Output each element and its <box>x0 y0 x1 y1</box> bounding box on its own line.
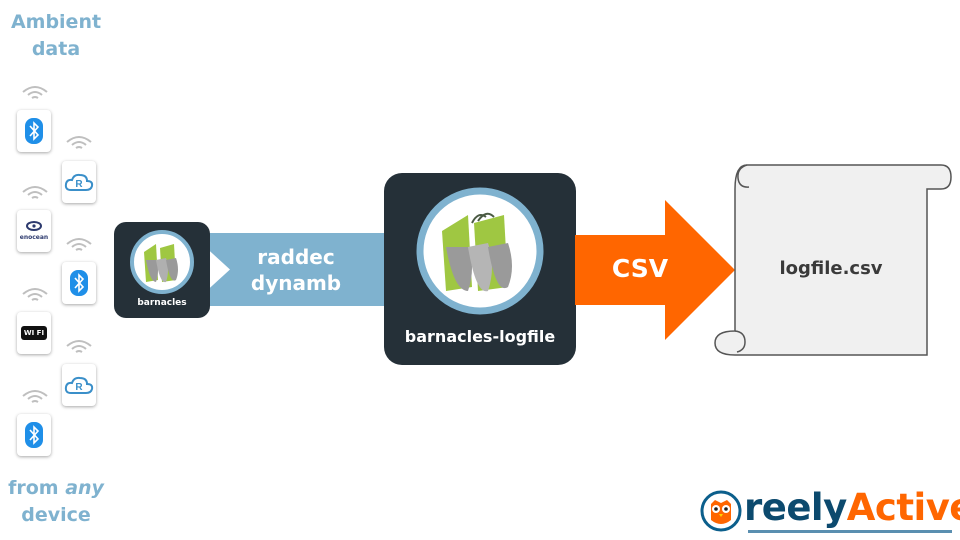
brand-active: Active <box>846 486 960 529</box>
barnacles-logo-icon <box>416 187 544 315</box>
ambient-title-line1: Ambient <box>10 11 102 33</box>
enocean-icon <box>26 221 42 231</box>
csv-arrow-shape <box>575 200 735 340</box>
ambient-title-line2: data <box>31 38 81 60</box>
logfile-csv-label: logfile.csv <box>779 258 883 279</box>
bluetooth-tag <box>17 110 51 152</box>
wifi-logo-icon: WI FI <box>20 326 48 340</box>
enocean-tag: enocean <box>17 210 51 252</box>
brand-underline <box>748 530 952 533</box>
device-line2: device <box>21 504 91 526</box>
barnacles-logfile-label: barnacles-logfile <box>404 327 556 346</box>
bluetooth-icon <box>25 422 43 448</box>
brand-reely: reely <box>744 486 847 529</box>
from-text: from <box>8 477 66 499</box>
from-any-line1: from any <box>0 475 112 502</box>
logfile-scroll-icon <box>714 164 952 356</box>
barnacles-label: barnacles <box>137 298 187 308</box>
cloud-r-icon: R <box>64 173 94 191</box>
any-text: any <box>65 477 104 499</box>
ambient-data-title: Ambient data <box>0 9 112 63</box>
svg-text:R: R <box>75 179 83 190</box>
signal-icon <box>66 340 92 353</box>
reelyactive-wordmark: reelyActive <box>744 486 960 530</box>
reelyactive-cloud-tag: R <box>62 161 96 203</box>
bluetooth-icon <box>25 118 43 144</box>
cloud-r-icon: R <box>64 376 94 394</box>
signal-icon <box>66 136 92 149</box>
signal-icon <box>22 288 48 301</box>
reelyactive-cloud-tag: R <box>62 364 96 406</box>
raddec-arrow-shape <box>190 233 385 306</box>
bluetooth-tag <box>62 262 96 304</box>
barnacles-box: barnacles <box>114 222 210 318</box>
bluetooth-icon <box>70 270 88 296</box>
raddec-dynamb-label: raddec dynamb <box>236 244 356 296</box>
signal-icon <box>66 238 92 251</box>
signal-icon <box>22 390 48 403</box>
dynamb-text: dynamb <box>250 271 342 295</box>
signal-icon <box>22 186 48 199</box>
from-any-device-title: from any device <box>0 475 112 529</box>
bluetooth-tag <box>17 414 51 456</box>
barnacles-logfile-box: barnacles-logfile <box>384 173 576 365</box>
csv-label: CSV <box>611 254 669 283</box>
signal-icon <box>22 86 48 99</box>
raddec-text: raddec <box>257 245 335 269</box>
enocean-label: enocean <box>19 234 49 241</box>
owl-logo-icon <box>700 490 742 532</box>
svg-text:R: R <box>75 382 83 393</box>
barnacles-logo-icon <box>130 230 194 294</box>
wifi-tag: WI FI <box>17 312 51 354</box>
